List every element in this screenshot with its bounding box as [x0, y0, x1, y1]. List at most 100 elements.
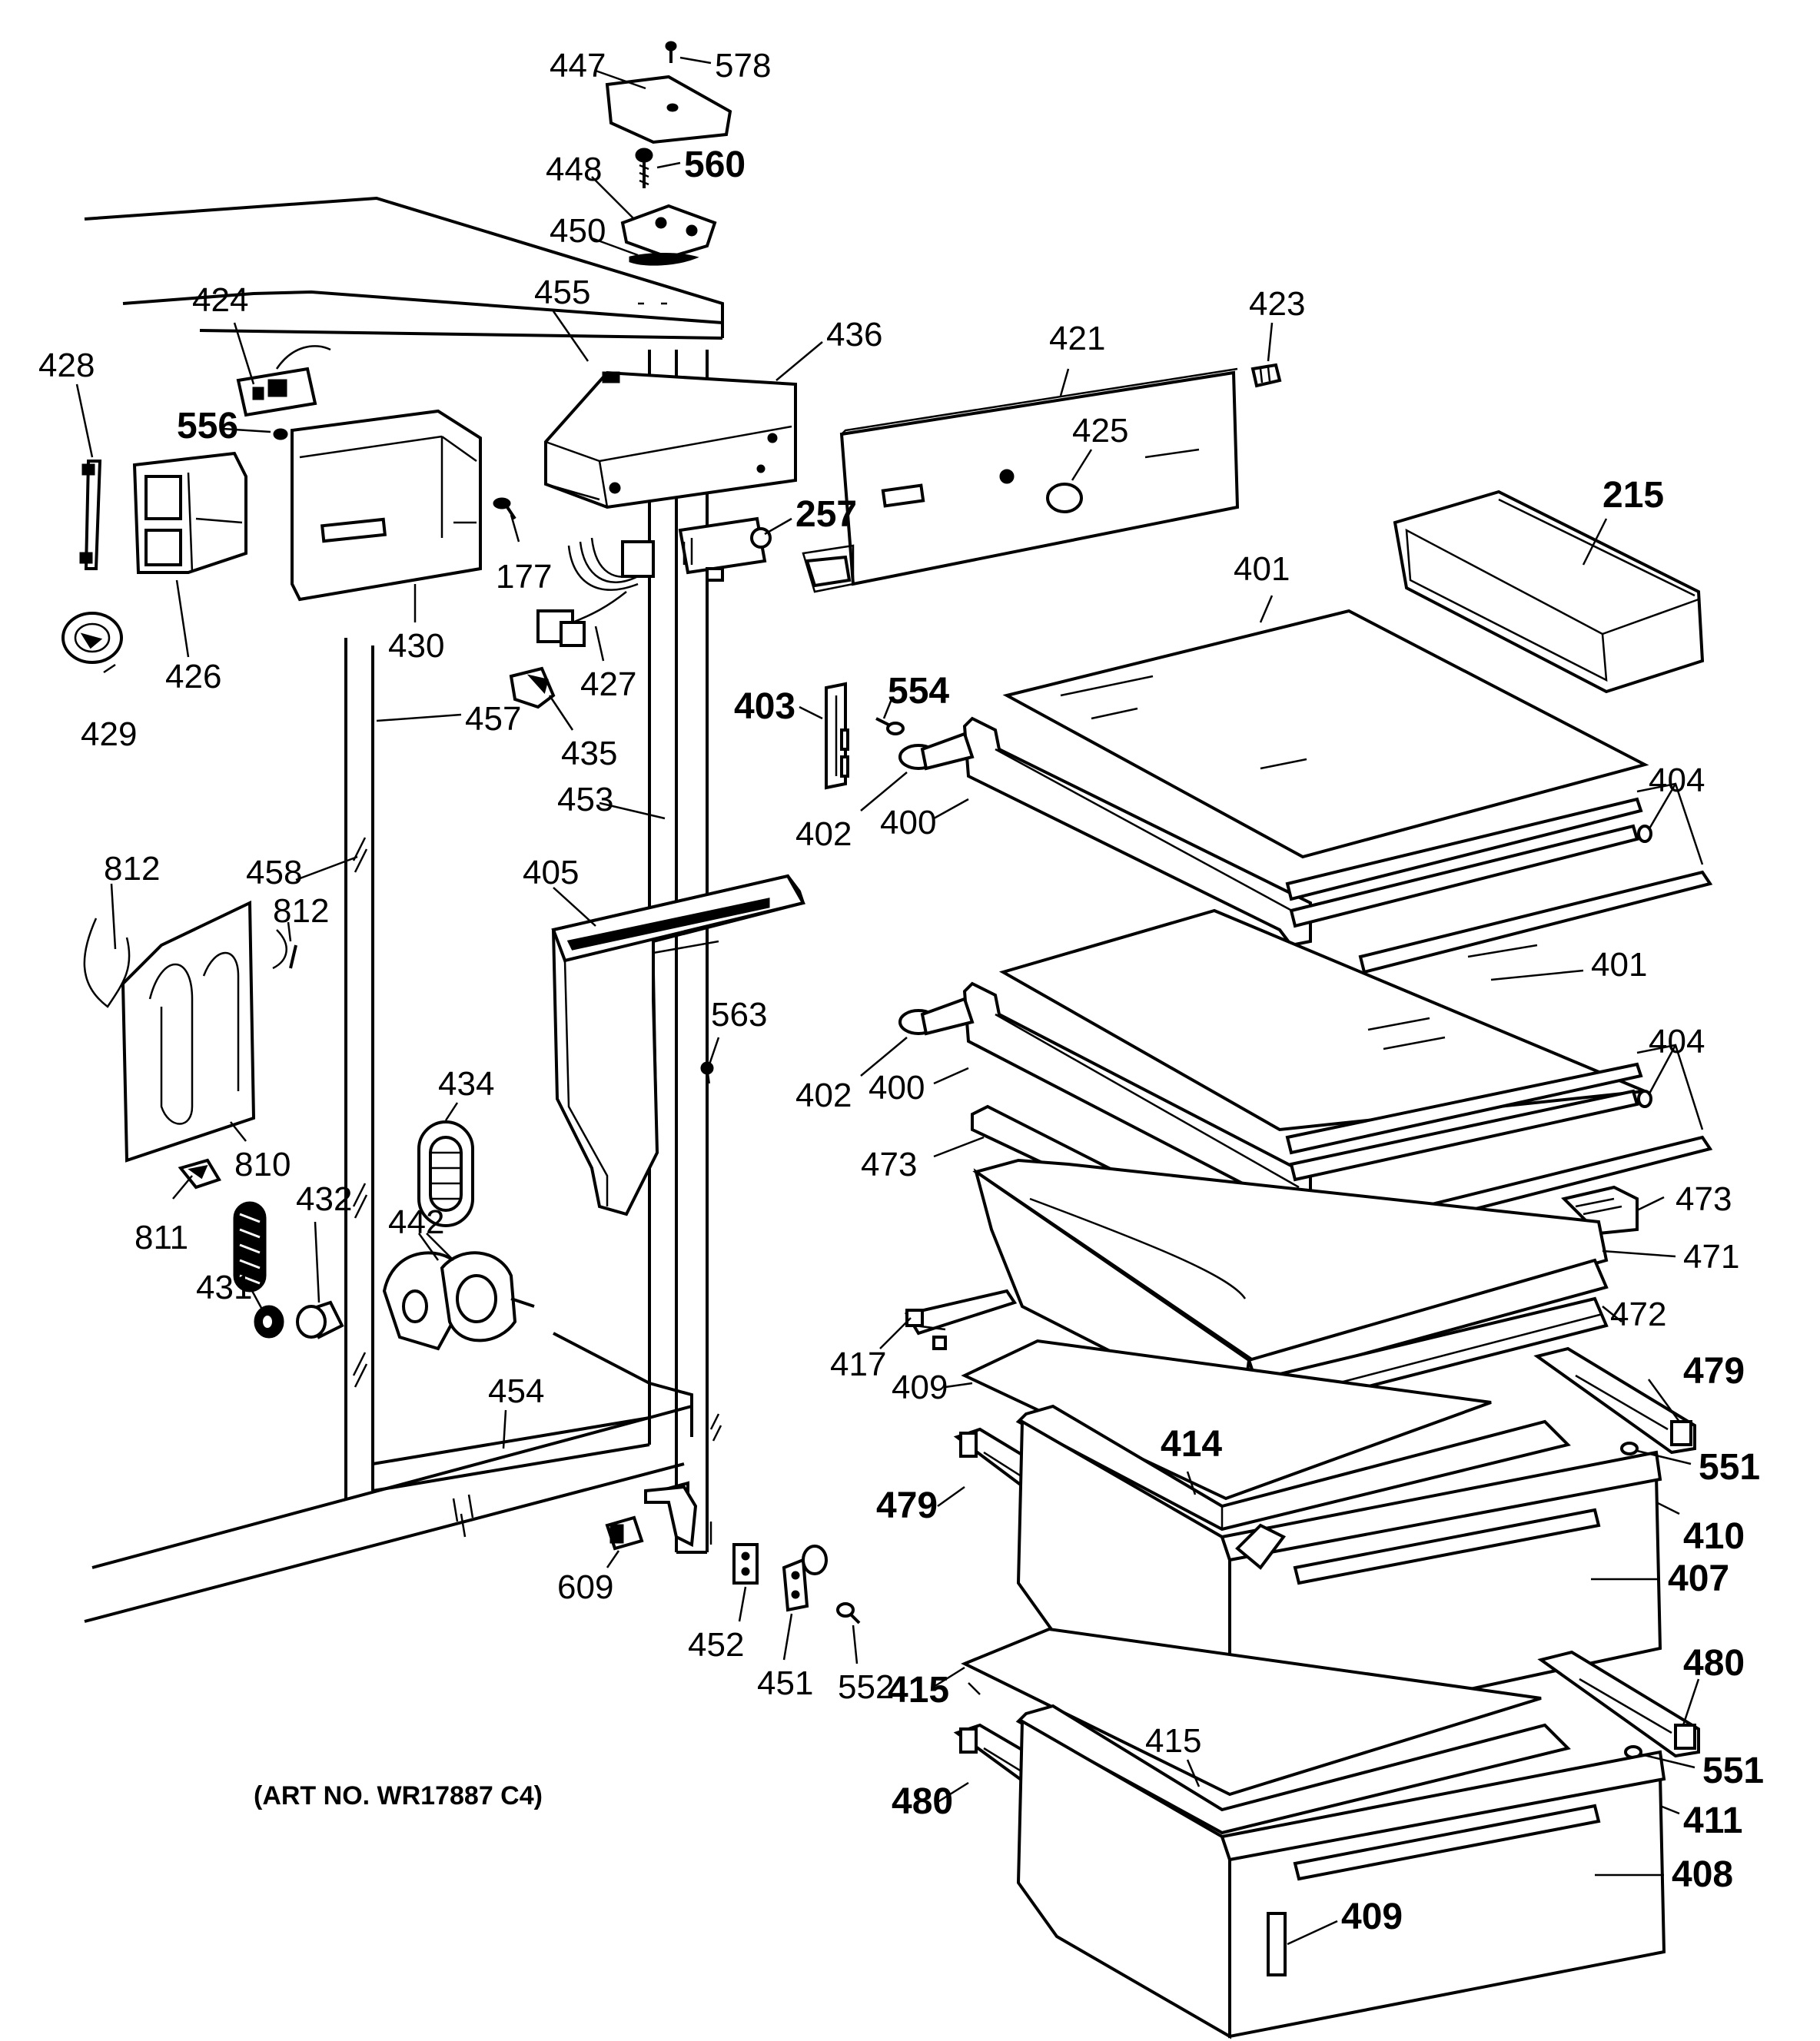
- callout-432: 432: [296, 1180, 352, 1218]
- callout-442: 442: [388, 1203, 444, 1241]
- callout-405: 405: [523, 854, 579, 891]
- timer-257: [678, 516, 772, 582]
- clip-811: [178, 1158, 221, 1190]
- callout-563: 563: [711, 996, 767, 1034]
- callout-401a: 401: [1234, 550, 1290, 588]
- shelf-glass-401-upper: [1002, 609, 1649, 859]
- callout-609: 609: [557, 1568, 613, 1606]
- damper-bracket-428: [79, 460, 102, 570]
- callout-427: 427: [580, 665, 636, 703]
- callout-452: 452: [688, 1626, 744, 1664]
- callout-415b: 415: [1145, 1722, 1201, 1760]
- callout-409a: 409: [892, 1369, 948, 1406]
- air-duct-436: [544, 370, 797, 509]
- evaporator-plate-810: [121, 900, 256, 1163]
- callout-411: 411: [1683, 1800, 1742, 1841]
- callout-479b: 479: [876, 1485, 938, 1526]
- clip-435: [509, 666, 556, 709]
- callout-402b: 402: [795, 1077, 852, 1114]
- shelf-bracket-402-middle: [898, 997, 975, 1036]
- callout-480a: 480: [1683, 1643, 1745, 1684]
- callout-labels: 447 578 448 560 450 424 455 436 421 423 …: [38, 47, 1764, 1937]
- callout-812a: 812: [104, 850, 160, 888]
- hinge-plate-448: [620, 204, 717, 260]
- callout-425: 425: [1072, 412, 1128, 450]
- callout-423: 423: [1249, 285, 1305, 323]
- callout-554: 554: [888, 671, 949, 712]
- housing-426: [132, 451, 247, 574]
- leader-lines: [75, 56, 1704, 1946]
- grommet-431: [254, 1305, 284, 1339]
- callout-448: 448: [546, 151, 602, 188]
- callout-415a: 415: [888, 1670, 949, 1711]
- screw-554: [875, 717, 905, 735]
- callout-450: 450: [550, 212, 606, 250]
- screw-578: [665, 41, 677, 63]
- callout-408: 408: [1672, 1854, 1733, 1895]
- top-hinge-cover: [605, 75, 732, 144]
- heater-strip: [233, 1201, 267, 1293]
- callout-428: 428: [38, 347, 95, 384]
- callout-480b: 480: [892, 1781, 953, 1822]
- cabinet-liner: [84, 196, 724, 1623]
- screw-560: [635, 148, 653, 188]
- light-shield-421: [802, 367, 1240, 593]
- callout-404a: 404: [1649, 762, 1705, 799]
- callout-402a: 402: [795, 815, 852, 853]
- callout-400a: 400: [880, 804, 936, 841]
- callout-257: 257: [795, 494, 857, 535]
- callout-404b: 404: [1649, 1023, 1705, 1060]
- callout-556: 556: [177, 406, 238, 446]
- callout-578: 578: [715, 47, 771, 85]
- callout-453: 453: [557, 781, 613, 818]
- screw-556: [273, 428, 288, 440]
- drawer-408: [1016, 1718, 1666, 2039]
- callout-401b: 401: [1591, 946, 1647, 984]
- plug-432: [296, 1300, 344, 1339]
- callout-473a: 473: [861, 1146, 917, 1183]
- wire-812-right: [272, 929, 297, 970]
- callout-417: 417: [830, 1346, 886, 1383]
- screw-551-upper: [1620, 1442, 1639, 1455]
- callout-414: 414: [1161, 1424, 1222, 1465]
- callout-426: 426: [165, 658, 221, 695]
- air-baffle-405: [551, 874, 806, 1216]
- callout-454: 454: [488, 1372, 544, 1410]
- screw-563: [700, 1061, 714, 1084]
- callout-551b: 551: [1702, 1751, 1764, 1791]
- screw-552: [836, 1602, 861, 1625]
- callout-424: 424: [192, 281, 248, 319]
- callout-215: 215: [1602, 475, 1664, 516]
- wire-812-left: [83, 918, 131, 1008]
- callout-458: 458: [246, 854, 302, 891]
- hinge-451: [782, 1545, 828, 1612]
- callout-410: 410: [1683, 1516, 1745, 1557]
- callout-473b: 473: [1676, 1180, 1732, 1218]
- drawer-cover-glass-415: [961, 1627, 1542, 1797]
- callout-551a: 551: [1699, 1447, 1760, 1488]
- light-socket-434: [417, 1120, 474, 1227]
- callout-429: 429: [81, 715, 137, 753]
- light-bulb-423: [1250, 363, 1282, 388]
- pan-rail-417: [904, 1289, 1018, 1350]
- callout-810: 810: [234, 1146, 291, 1183]
- screw-177: [493, 497, 516, 520]
- callout-552: 552: [838, 1668, 894, 1706]
- callout-479a: 479: [1683, 1351, 1745, 1392]
- callout-435: 435: [561, 735, 617, 772]
- callout-409b: 409: [1341, 1897, 1403, 1937]
- shelf-trim-404-upper: [1285, 797, 1713, 974]
- fan-motor-442: [382, 1251, 535, 1351]
- art-number: (ART NO. WR17887 C4): [254, 1781, 543, 1810]
- shelf-bracket-402-upper: [898, 732, 975, 771]
- callout-400b: 400: [868, 1069, 925, 1107]
- shim-450: [629, 253, 699, 266]
- wiring-harness-427: [536, 537, 655, 647]
- callout-436: 436: [826, 316, 882, 353]
- callout-434: 434: [438, 1065, 494, 1103]
- callout-421: 421: [1049, 320, 1105, 357]
- drawer-slide-480-right: [1537, 1650, 1700, 1758]
- callout-431: 431: [196, 1269, 252, 1306]
- callout-560: 560: [684, 144, 746, 185]
